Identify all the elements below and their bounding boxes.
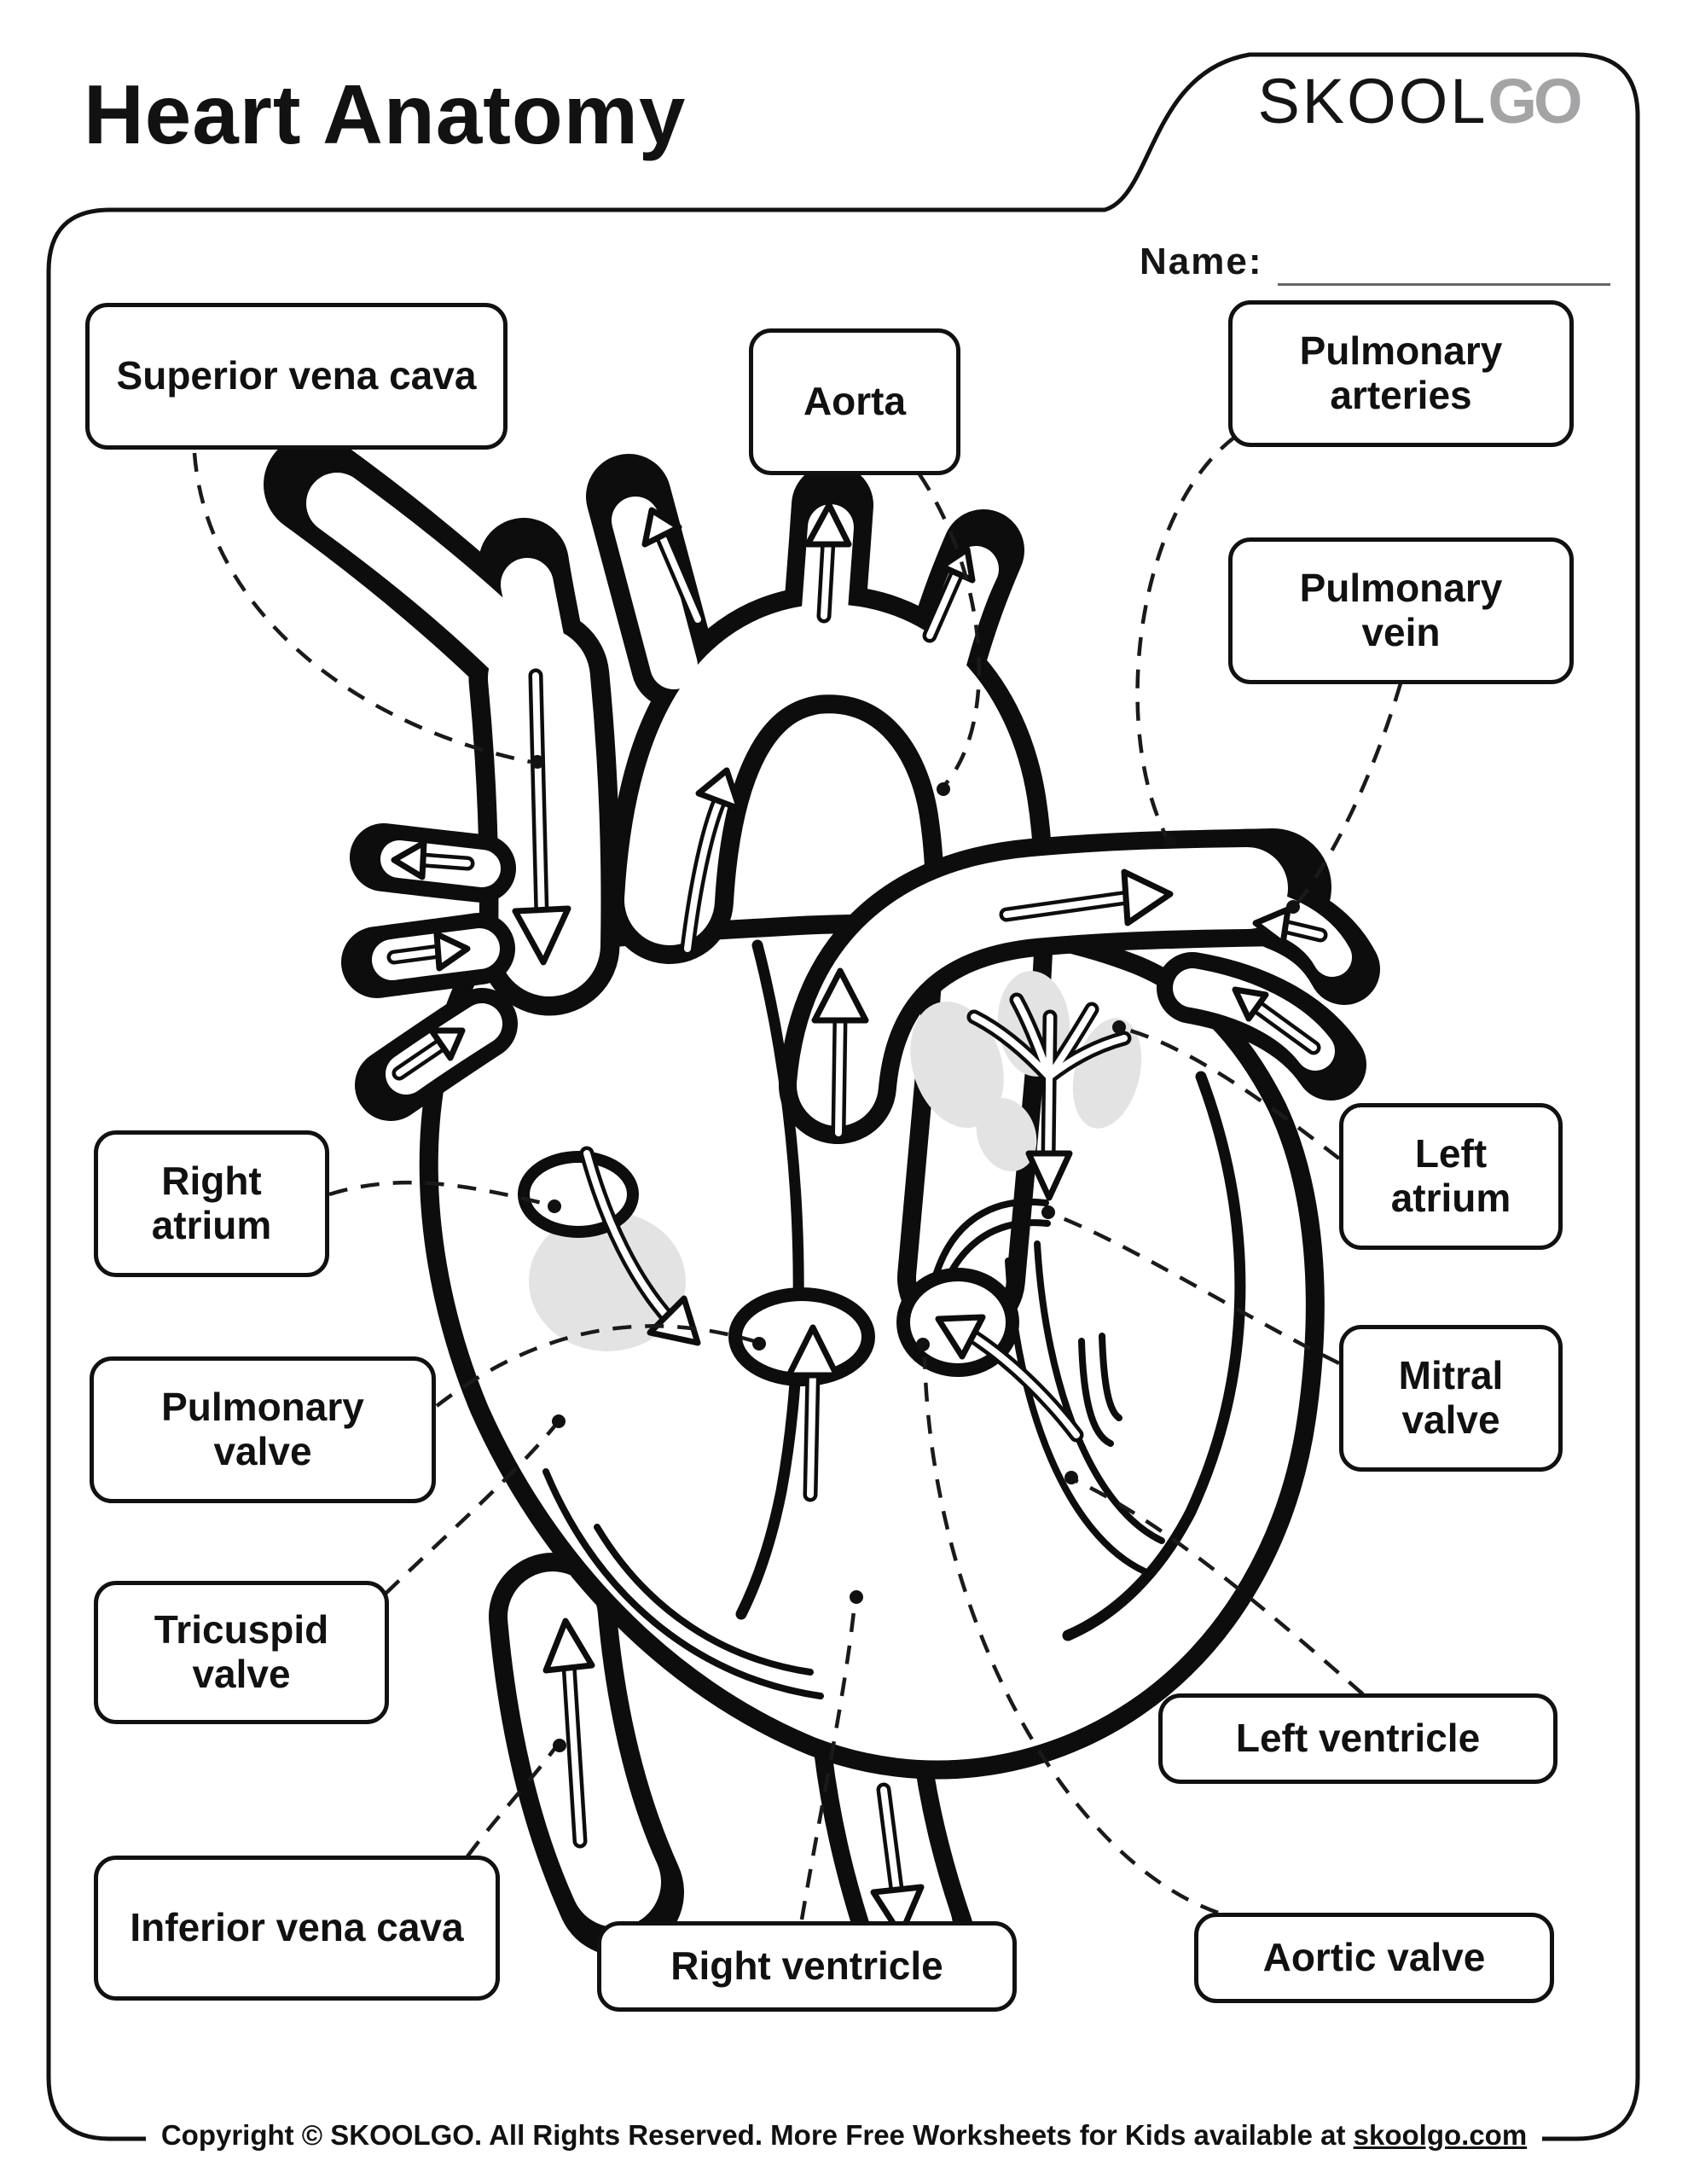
leader-pulmonary-vein: [1295, 682, 1403, 906]
label-right-atrium: Right atrium: [94, 1130, 329, 1277]
leader-inferior-vena-cava: [466, 1747, 556, 1858]
skoolgo-logo: SKOOLGO: [1220, 65, 1617, 137]
leader-mitral-valve: [1053, 1212, 1340, 1366]
page-frame: [46, 52, 1640, 2141]
leader-right-atrium: [328, 1180, 550, 1207]
leader-aorta: [918, 473, 982, 788]
label-tricuspid-valve: Tricuspid valve: [94, 1581, 389, 1724]
label-left-atrium: Left atrium: [1339, 1103, 1563, 1250]
rv-up-arrow-icon: [786, 1324, 840, 1379]
pa-right-arrow-icon: [1121, 868, 1174, 926]
branch2-arrow-icon: [804, 502, 852, 548]
branch1-arrow-icon: [641, 507, 682, 548]
name-field-line[interactable]: [1278, 237, 1610, 286]
rstub-left-arrow-icon: [1252, 906, 1291, 947]
label-superior-vena-cava: Superior vena cava: [85, 303, 508, 450]
central-up-arrow-icon: [811, 967, 869, 1024]
leader-pulmonary-valve: [435, 1324, 755, 1408]
footer-copyright-text: Copyright © SKOOLGO. All Rights Reserved…: [160, 2119, 1354, 2151]
label-mitral-valve: Mitral valve: [1339, 1325, 1563, 1472]
page-title: Heart Anatomy: [84, 67, 687, 161]
stub-upright-arrow-icon: [428, 1027, 466, 1061]
footer: Copyright © SKOOLGO. All Rights Reserved…: [0, 2119, 1688, 2152]
label-inferior-vena-cava: Inferior vena cava: [94, 1856, 500, 2001]
label-right-ventricle: Right ventricle: [597, 1921, 1017, 2012]
pulmonary-valve-ring: [728, 1287, 875, 1386]
label-aorta: Aorta: [749, 328, 960, 475]
logo-text-go: GO: [1488, 66, 1582, 136]
leader-tricuspid-valve: [384, 1425, 556, 1595]
leader-left-atrium: [1123, 1026, 1341, 1160]
la-tree-down-arrow-icon: [1025, 1150, 1073, 1201]
logo-text-skool: SKOOL: [1257, 66, 1488, 136]
ivc-up-arrow-icon: [542, 1618, 595, 1674]
desc-down-arrow-icon: [870, 1884, 925, 1938]
name-label: Name:: [1140, 241, 1263, 282]
lv-aorta-arrow-icon: [935, 1314, 986, 1360]
leader-left-ventricle: [1076, 1478, 1365, 1696]
label-pulmonary-arteries: Pulmonary arteries: [1228, 300, 1574, 447]
arch-up-arrow-icon: [695, 767, 743, 812]
leader-superior-vena-cava: [192, 452, 531, 764]
rstub-upleft-arrow-icon: [1232, 986, 1269, 1022]
label-left-ventricle: Left ventricle: [1158, 1693, 1557, 1784]
stub-right-arrow-icon: [433, 931, 471, 972]
label-aortic-valve: Aortic valve: [1194, 1913, 1554, 2003]
leader-right-ventricle: [799, 1603, 857, 1920]
leader-aortic-valve: [922, 1356, 1219, 1915]
leader-dots: [531, 755, 1300, 1752]
ra-conduction-arrow-icon: [647, 1295, 701, 1346]
leader-pulmonary-arteries: [1135, 435, 1237, 839]
footer-link[interactable]: skoolgo.com: [1353, 2119, 1528, 2151]
label-pulmonary-valve: Pulmonary valve: [90, 1356, 436, 1503]
svc-down-arrow-icon: [512, 905, 571, 966]
blood-flow-arrows: [386, 502, 1328, 1938]
stub-left-arrow-icon: [391, 839, 427, 880]
leader-lines: [192, 435, 1403, 1920]
label-pulmonary-vein: Pulmonary vein: [1228, 537, 1574, 684]
